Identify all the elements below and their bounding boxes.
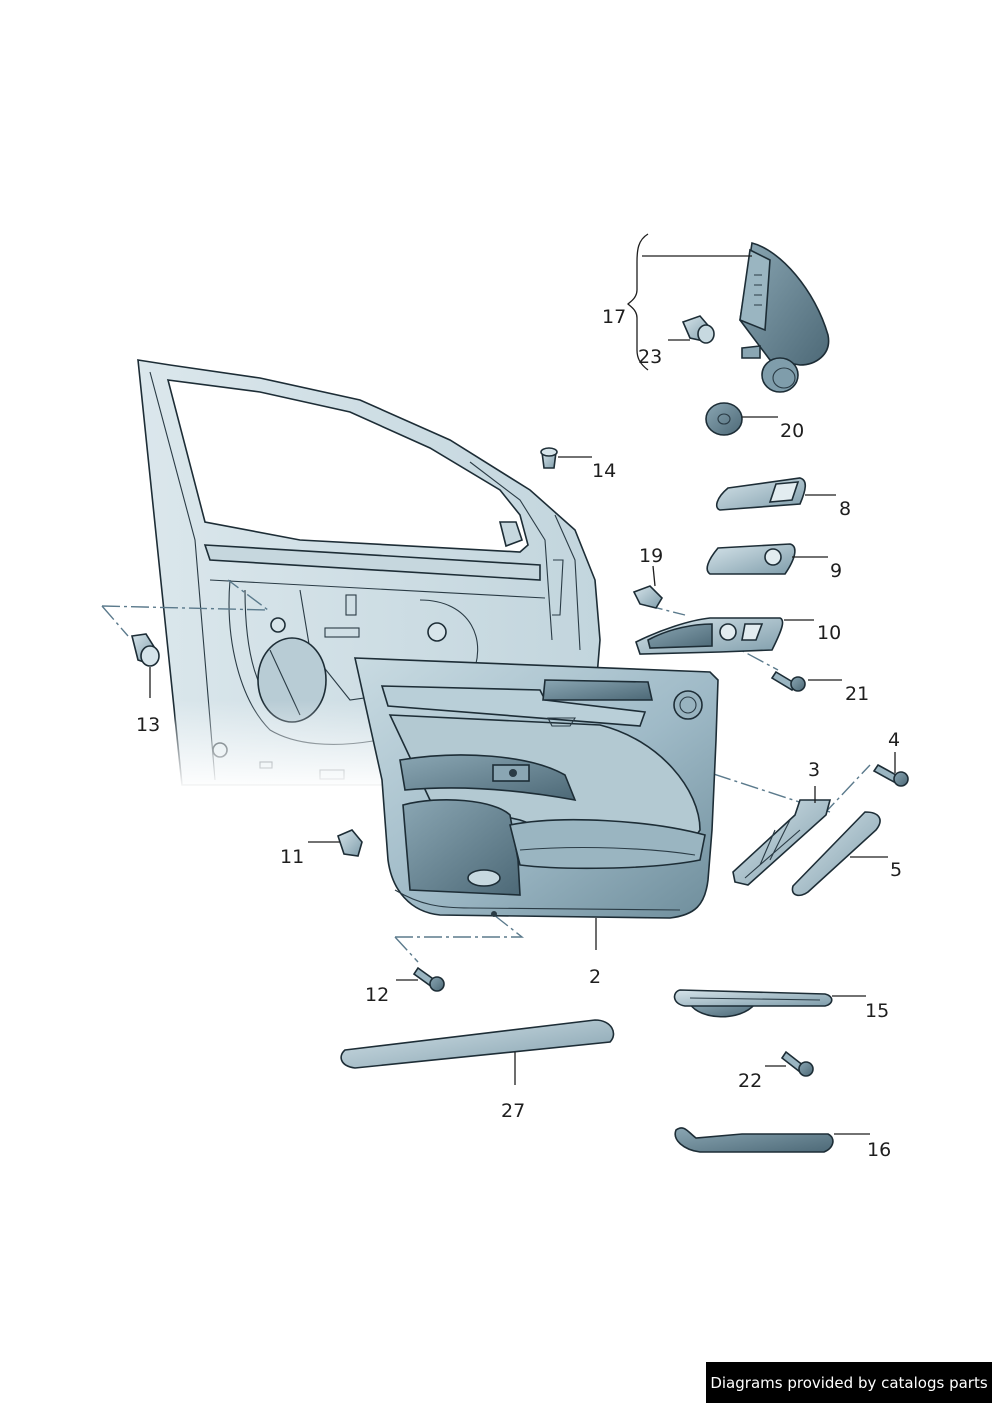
callout-15: 15 bbox=[865, 1000, 889, 1022]
callout-17: 17 bbox=[602, 306, 626, 328]
screw-12 bbox=[412, 966, 445, 992]
callout-9: 9 bbox=[830, 560, 842, 582]
retaining-clip-11 bbox=[337, 829, 363, 857]
door-trim-panel bbox=[353, 657, 719, 919]
credit-text: Diagrams provided by catalogs parts bbox=[710, 1373, 988, 1392]
screw-4 bbox=[872, 763, 909, 787]
screw-22 bbox=[780, 1050, 814, 1077]
tweeter-cover bbox=[739, 242, 830, 393]
trim-strip-16 bbox=[674, 1127, 834, 1153]
trim-cap-8 bbox=[715, 477, 807, 511]
callout-16: 16 bbox=[867, 1139, 891, 1161]
callout-23: 23 bbox=[638, 346, 662, 368]
callout-12: 12 bbox=[365, 984, 389, 1006]
callout-5: 5 bbox=[890, 859, 902, 881]
callout-8: 8 bbox=[839, 498, 851, 520]
callout-14: 14 bbox=[592, 460, 616, 482]
callout-2: 2 bbox=[589, 966, 601, 988]
callout-19: 19 bbox=[639, 545, 663, 567]
callout-27: 27 bbox=[501, 1100, 525, 1122]
callout-20: 20 bbox=[780, 420, 804, 442]
retaining-clip-19 bbox=[632, 585, 664, 609]
callout-22: 22 bbox=[738, 1070, 762, 1092]
pull-handle-trim bbox=[673, 989, 833, 1018]
retaining-clip-13 bbox=[131, 633, 160, 667]
callout-3: 3 bbox=[808, 759, 820, 781]
mounting-bracket bbox=[732, 799, 832, 886]
callout-4: 4 bbox=[888, 729, 900, 751]
foam-washer bbox=[705, 402, 743, 436]
credit-banner: Diagrams provided by catalogs parts bbox=[706, 1362, 992, 1403]
callout-21: 21 bbox=[845, 683, 869, 705]
callout-13: 13 bbox=[136, 714, 160, 736]
leader-lines bbox=[149, 233, 896, 1135]
trim-strip-27 bbox=[340, 1019, 615, 1069]
callout-10: 10 bbox=[817, 622, 841, 644]
callout-11: 11 bbox=[280, 846, 304, 868]
expanding-nut bbox=[540, 447, 558, 469]
retaining-clip-23 bbox=[681, 315, 715, 344]
trim-cap-9 bbox=[706, 543, 796, 575]
callout-labels: 2 3 4 5 8 9 10 11 12 13 14 15 16 17 19 2… bbox=[136, 306, 902, 1161]
trim-strip-5 bbox=[791, 811, 881, 897]
door-handle bbox=[635, 617, 784, 655]
screw-21 bbox=[770, 670, 806, 692]
